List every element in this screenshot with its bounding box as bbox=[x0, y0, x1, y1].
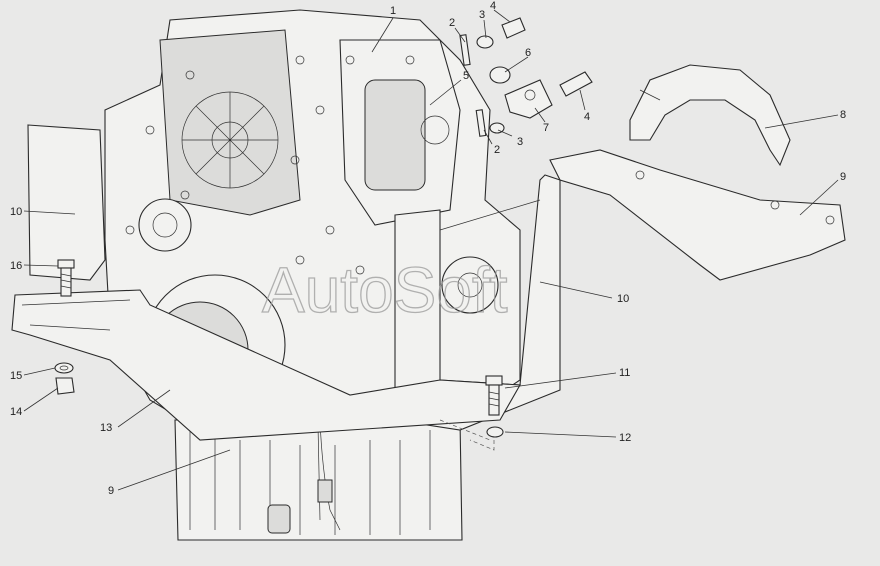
callout-9-bottom: 9 bbox=[108, 485, 114, 497]
callout-8: 8 bbox=[840, 109, 846, 121]
callout-16: 16 bbox=[10, 260, 22, 272]
callout-10-left: 10 bbox=[10, 206, 22, 218]
bearing-cap bbox=[629, 64, 791, 167]
callout-4-top: 4 bbox=[490, 0, 496, 12]
washer-15 bbox=[54, 362, 74, 374]
callout-4-bottom: 4 bbox=[584, 111, 590, 123]
callout-3-top: 3 bbox=[479, 9, 485, 21]
bolt-11 bbox=[485, 375, 503, 416]
callout-2-bottom: 2 bbox=[494, 144, 500, 156]
callout-11: 11 bbox=[619, 367, 630, 379]
callout-12: 12 bbox=[619, 432, 631, 444]
nut-14 bbox=[55, 377, 75, 395]
callout-labels: 1 2 3 4 5 6 7 4 3 2 8 9 10 16 10 15 14 1… bbox=[10, 0, 846, 497]
callout-14: 14 bbox=[10, 406, 22, 418]
mounting-bracket-left bbox=[11, 124, 521, 441]
leader-lines bbox=[23, 9, 839, 491]
washer-12 bbox=[486, 426, 504, 438]
callout-5: 5 bbox=[463, 70, 469, 82]
callout-15: 15 bbox=[10, 370, 22, 382]
small-parts-group bbox=[459, 17, 593, 137]
callout-1: 1 bbox=[390, 5, 396, 17]
callout-10-right: 10 bbox=[617, 293, 629, 305]
mounting-bracket-right bbox=[394, 174, 561, 431]
callout-13: 13 bbox=[100, 422, 112, 434]
callout-6: 6 bbox=[525, 47, 531, 59]
callout-3-bottom: 3 bbox=[517, 136, 523, 148]
support-arm bbox=[549, 149, 846, 281]
watermark: AutoSoft bbox=[262, 254, 508, 326]
callout-9-right: 9 bbox=[840, 171, 846, 183]
callout-7: 7 bbox=[543, 122, 549, 134]
callout-2-top: 2 bbox=[449, 17, 455, 29]
bolt-16 bbox=[57, 259, 75, 297]
